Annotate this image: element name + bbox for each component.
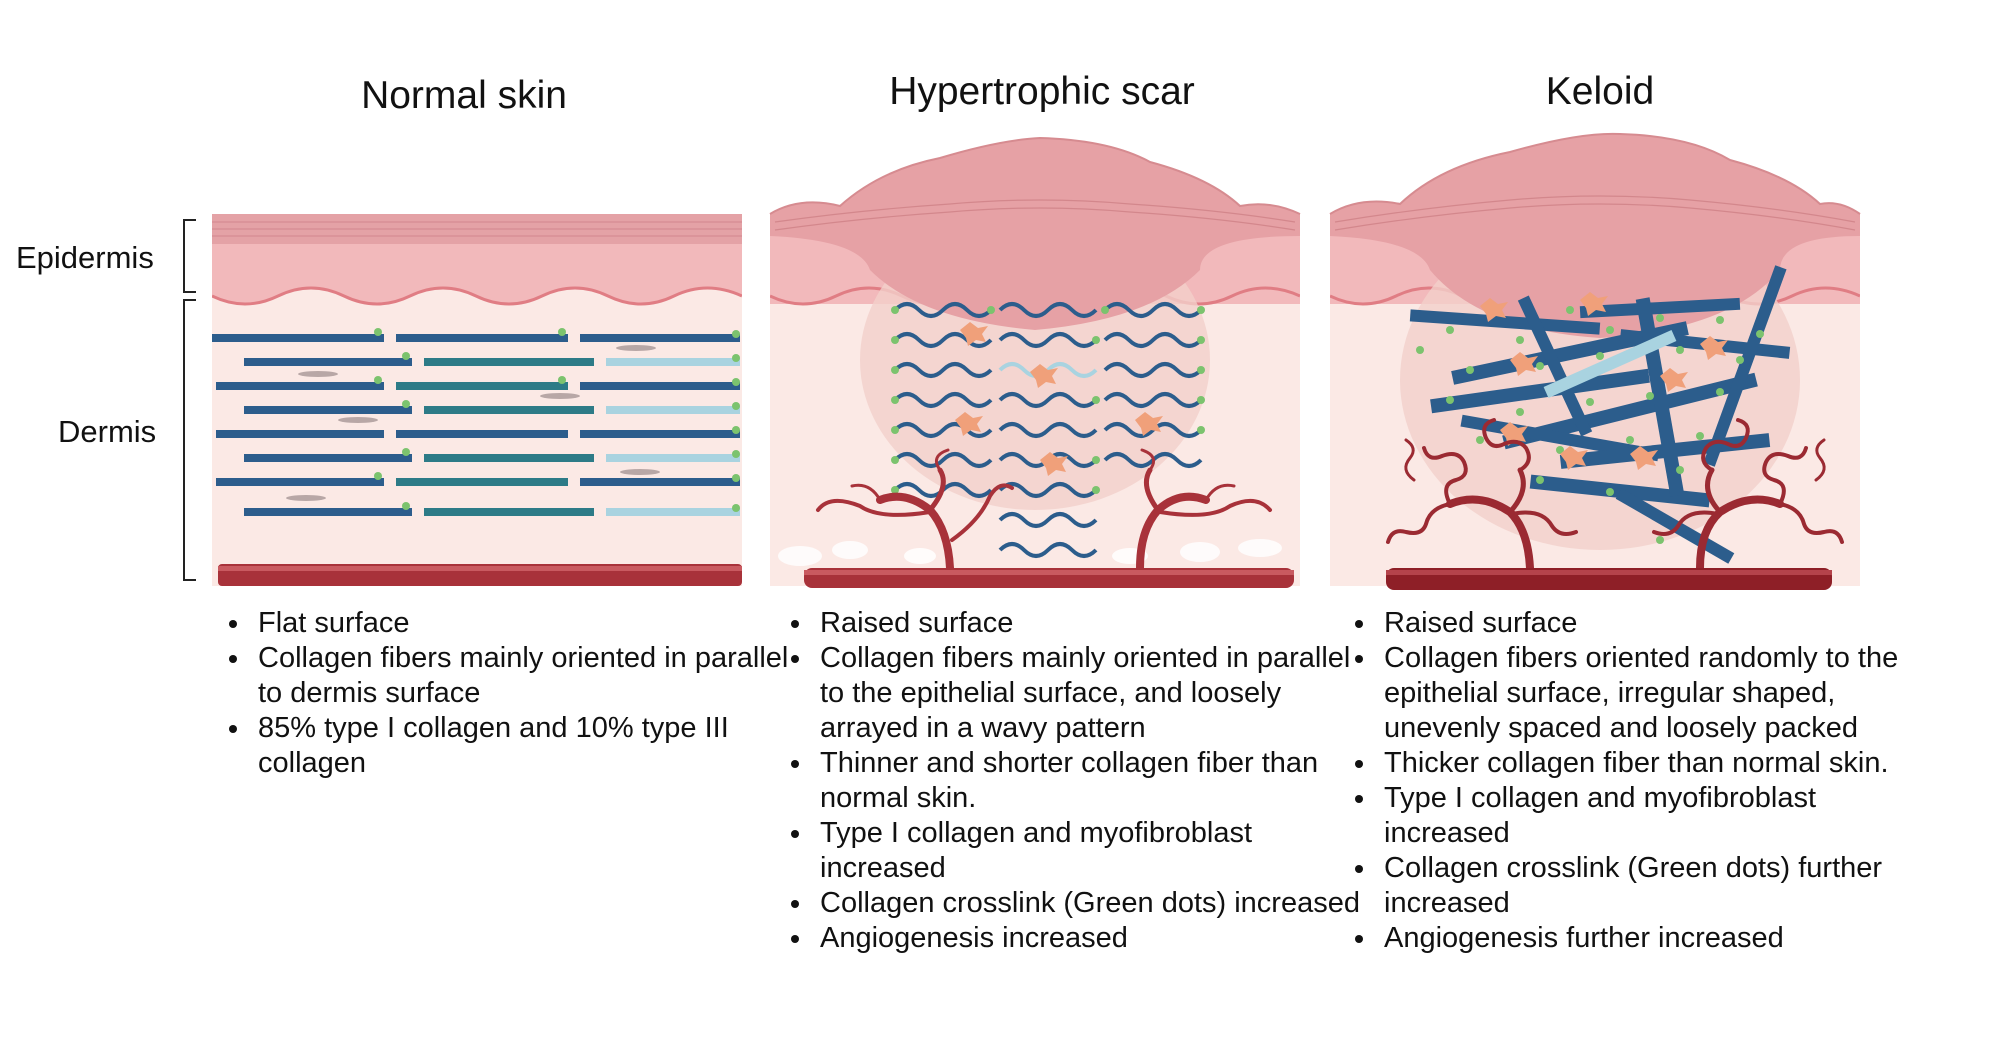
note-item: Raised surface (814, 606, 1374, 641)
title-hypertrophic-scar: Hypertrophic scar (889, 70, 1195, 113)
note-item: 85% type I collagen and 10% type III col… (252, 711, 812, 781)
note-item: Collagen crosslink (Green dots) further … (1378, 851, 1938, 921)
notes-normal-skin: Flat surface Collagen fibers mainly orie… (214, 606, 812, 781)
notes-keloid: Raised surface Collagen fibers oriented … (1340, 606, 1938, 956)
note-item: Angiogenesis increased (814, 921, 1374, 956)
skin-illustration (183, 132, 1861, 590)
label-dermis: Dermis (58, 414, 157, 449)
notes-hypertrophic-scar: Raised surface Collagen fibers mainly or… (776, 606, 1374, 956)
note-item: Thicker collagen fiber than normal skin. (1378, 746, 1938, 781)
note-item: Collagen crosslink (Green dots) increase… (814, 886, 1374, 921)
epidermis-bracket (183, 219, 196, 293)
note-item: Flat surface (252, 606, 812, 641)
note-item: Collagen fibers mainly oriented in paral… (252, 641, 812, 711)
label-epidermis: Epidermis (16, 240, 154, 275)
fibroblasts (286, 345, 660, 501)
branching-vessels (816, 448, 1272, 572)
note-item: Angiogenesis further increased (1378, 921, 1938, 956)
title-keloid: Keloid (1545, 70, 1655, 113)
note-item: Type I collagen and myofibroblast increa… (814, 816, 1374, 886)
note-item: Raised surface (1378, 606, 1938, 641)
note-item: Collagen fibers oriented randomly to the… (1378, 641, 1938, 746)
tortuous-vessels (1386, 418, 1844, 572)
collagen-fibers-parallel (212, 334, 740, 516)
panel-hypertrophic-scar (769, 136, 1301, 588)
myofibroblasts (1480, 292, 1728, 470)
crosslink-dots (891, 306, 1205, 494)
title-normal-skin: Normal skin (361, 74, 567, 117)
myofibroblasts (955, 322, 1163, 476)
panel-normal-skin (212, 214, 742, 586)
crosslink-dots (1416, 306, 1764, 544)
crosslink-dots (374, 328, 740, 512)
note-item: Collagen fibers mainly oriented in paral… (814, 641, 1374, 746)
note-item: Type I collagen and myofibroblast increa… (1378, 781, 1938, 851)
note-item: Thinner and shorter collagen fiber than … (814, 746, 1374, 816)
dermis-bracket (183, 299, 196, 581)
panel-keloid (1329, 132, 1861, 590)
